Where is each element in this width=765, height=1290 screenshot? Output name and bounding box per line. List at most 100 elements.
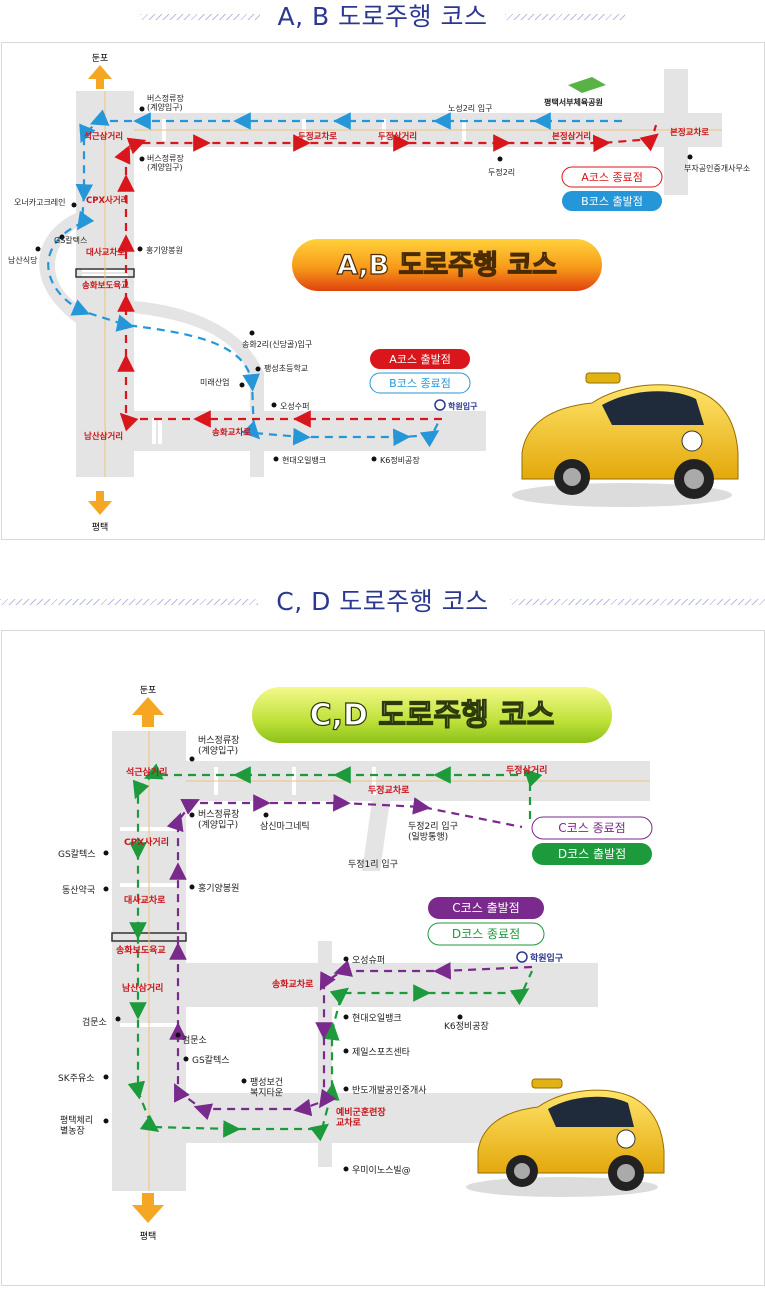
location-dot-icon xyxy=(343,1048,349,1054)
place-dongsan: 동산약국 xyxy=(62,884,95,896)
park-icon xyxy=(568,77,606,93)
legend-d-start xyxy=(532,843,652,865)
location-dot-icon xyxy=(183,1056,189,1062)
legend-b-start-label: B코스 출발점 xyxy=(581,195,643,208)
ab-section-title: A, B 도로주행 코스 xyxy=(277,2,488,31)
ab-banner-bg xyxy=(292,239,602,291)
place-sk: SK주유소 xyxy=(58,1073,94,1084)
intersection-seokgeun: 석근삼거리 xyxy=(126,766,167,778)
location-dot-icon xyxy=(71,202,77,208)
place-hyundai: 현대오일뱅크 xyxy=(282,455,326,465)
location-dot-icon xyxy=(189,812,195,818)
intersection-songhwa: 송화교차로 xyxy=(272,978,314,990)
place-mirae: 미래산업 xyxy=(200,377,229,387)
location-dot-icon xyxy=(175,1032,181,1038)
arrow-up-icon xyxy=(132,697,164,727)
intersection-bonjeong-cross: 본정교차로 xyxy=(670,127,709,138)
dir-north-label: 둔포 xyxy=(92,53,109,64)
place-hakwon: 학원입구 xyxy=(530,952,563,964)
place-bus-stop-top: 버스정류장(계양입구) xyxy=(198,735,239,756)
location-dot-icon xyxy=(115,1016,121,1022)
legend-c-end xyxy=(531,816,653,840)
intersection-seokgeun: 석근삼거리 xyxy=(84,131,123,142)
intersection-dujeong-cross: 두정교차로 xyxy=(368,784,410,796)
legend-b-end-label: B코스 종료점 xyxy=(389,377,451,390)
route-c-path xyxy=(166,793,533,1121)
location-dot-icon xyxy=(103,850,109,856)
legend-c-start xyxy=(428,897,544,919)
cd-banner-bg xyxy=(252,687,612,743)
place-samsin: 삼신마그네틱 xyxy=(260,820,310,832)
place-osung: 오성수퍼 xyxy=(280,402,309,411)
legend-a-end-label: A코스 종료점 xyxy=(581,171,643,184)
location-dot-icon xyxy=(343,1014,349,1020)
place-park: 평택서부체육공원 xyxy=(544,97,603,107)
legend-c-start-label: C코스 출발점 xyxy=(452,901,519,915)
location-dot-icon xyxy=(239,382,245,388)
location-dot-icon xyxy=(271,402,277,408)
intersection-dujeong3: 두정삼거리 xyxy=(378,131,417,142)
title-decoration xyxy=(0,599,258,605)
title-decoration xyxy=(505,14,625,20)
location-dot-icon xyxy=(59,234,65,240)
place-jeil: 제일스포츠센타 xyxy=(352,1047,411,1058)
place-geommun-left: 검문소 xyxy=(82,1016,107,1028)
place-pyeongseong-school: 팽성초등학교 xyxy=(264,363,308,373)
place-namsan-restaurant: 남산식당 xyxy=(8,255,38,265)
place-gs-left: GS칼텍스 xyxy=(58,849,96,860)
place-umi: 우미이노스빌@ xyxy=(352,1165,411,1176)
intersection-songhwa-bridge: 송화보도육교 xyxy=(116,944,166,956)
location-dot-icon xyxy=(103,1074,109,1080)
title-decoration xyxy=(140,14,260,20)
arrow-down-icon xyxy=(88,491,112,515)
place-gs2: GS칼텍스 xyxy=(192,1055,230,1066)
place-hyundai: 현대오일뱅크 xyxy=(352,1013,402,1024)
intersection-dujeong3: 두정삼거리 xyxy=(506,764,547,776)
legend-a-start-label: A코스 출발점 xyxy=(389,353,451,366)
taxi-car-icon xyxy=(466,1078,665,1197)
title-decoration xyxy=(510,599,765,605)
legend-d-start-label: D코스 출발점 xyxy=(558,847,626,861)
ab-banner: A,B 도로주행 코스 xyxy=(337,250,557,281)
ab-map-panel: A,B 도로주행 코스 A코스 종료점 B코스 출발점 A코스 출발점 B코스 … xyxy=(1,42,765,540)
location-dot-icon xyxy=(687,154,693,160)
location-dot-icon xyxy=(273,456,279,462)
cd-map-panel: C,D 도로주행 코스 C코스 종료점 D코스 출발점 C코스 출발점 D코스 … xyxy=(1,630,765,1286)
dir-south-label: 평택 xyxy=(92,522,109,533)
intersection-dujeong-cross: 두정교차로 xyxy=(298,131,337,142)
location-dot-icon xyxy=(263,812,269,818)
place-dujeong2ri: 두정2리 입구(일방통행) xyxy=(408,820,458,842)
location-dot-icon xyxy=(255,366,261,372)
legend-b-start xyxy=(562,191,662,211)
place-hakwon: 학원입구 xyxy=(448,401,478,411)
intersection-songhwa-bridge: 송화보도육교 xyxy=(82,280,129,291)
place-osung: 오성슈퍼 xyxy=(352,955,385,966)
place-bus-stop-2: 버스정류장(계양입구) xyxy=(198,809,239,830)
taxi-car-icon xyxy=(512,372,739,507)
intersection-namsan: 남산삼거리 xyxy=(122,982,163,994)
ab-route-map: A,B 도로주행 코스 A코스 종료점 B코스 출발점 A코스 출발점 B코스 … xyxy=(8,53,750,533)
location-dot-icon xyxy=(189,756,195,762)
place-k6: K6정비공장 xyxy=(444,1021,489,1032)
intersection-cpx: CPX사거리 xyxy=(86,195,128,206)
place-heunggi: 홍기양봉원 xyxy=(146,245,183,255)
place-gs: GS칼텍스 xyxy=(54,235,87,245)
legend-b-end xyxy=(369,372,471,394)
place-noseong: 노성2리 입구 xyxy=(448,104,492,113)
place-k6: K6정비공장 xyxy=(380,455,420,465)
legend-a-end xyxy=(561,166,663,188)
place-geommun: 검문소 xyxy=(182,1034,207,1046)
location-dot-icon xyxy=(139,156,145,162)
location-dot-icon xyxy=(241,1078,247,1084)
place-onuka: 오너카고크레인 xyxy=(14,197,66,207)
intersection-cpx: CPX사거리 xyxy=(124,836,169,848)
place-dujeong2ri: 두정2리 xyxy=(488,167,515,177)
dir-south-label: 평택 xyxy=(140,1231,157,1242)
location-dot-icon xyxy=(343,1086,349,1092)
place-bus-stop-2: 버스정류장(계양입구) xyxy=(147,153,184,172)
intersection-bonjeong3: 본정삼거리 xyxy=(552,131,591,142)
hakwon-pin-icon xyxy=(516,951,528,963)
location-dot-icon xyxy=(249,330,255,336)
